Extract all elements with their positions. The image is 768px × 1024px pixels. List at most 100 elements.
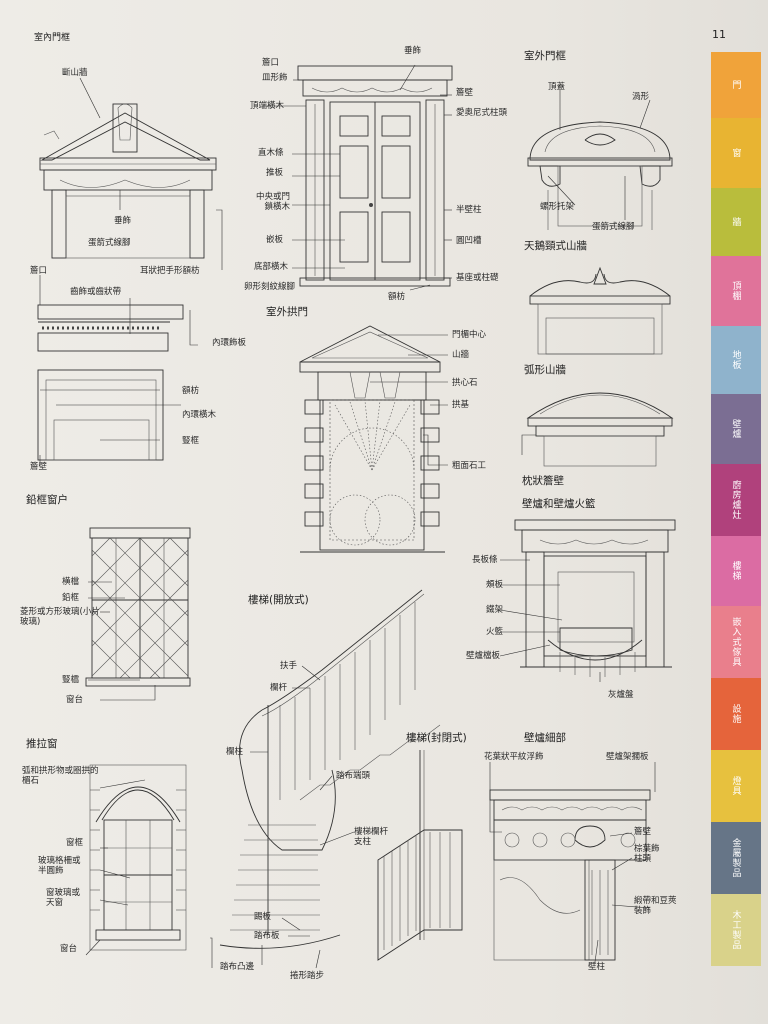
label-door-hood: 頂蓋 <box>548 82 566 92</box>
label-stile: 直木條 <box>258 148 284 158</box>
heading-exterior-door: 室外門框 <box>524 50 566 62</box>
heading-fireplace: 壁爐和壁爐火籃 <box>522 498 596 510</box>
tab-metalwork[interactable]: 金屬製品 <box>711 822 761 894</box>
lead-window-drawing <box>85 527 191 687</box>
label-fire-basket: 火籃 <box>486 627 504 637</box>
label-pilaster-b: 壁柱 <box>588 962 606 972</box>
label-rustication: 粗面石工 <box>452 461 487 471</box>
label-bottom-rail: 底部橫木 <box>254 262 289 272</box>
label-nosing: 踏布凸邊 <box>220 962 255 972</box>
tab-door[interactable]: 門 <box>711 52 761 118</box>
closed-stair-drawing <box>377 750 463 961</box>
label-inset-panel: 嵌板 <box>266 235 284 245</box>
label-keystone: 拱心石 <box>452 378 478 388</box>
label-architrave-b: 額枋 <box>388 292 406 302</box>
label-hearth-rail: 壁爐檔板 <box>466 651 501 661</box>
heading-interior-door: 室內門框 <box>34 33 71 43</box>
label-arch-head: 弧和拱形物或圈拱的楣石 <box>22 766 99 786</box>
fireplace-detail-drawing <box>489 789 651 961</box>
label-garland-b: 垂飾 <box>404 46 422 56</box>
label-frieze-b: 簷壁 <box>456 88 474 98</box>
label-egg-dart-b: 蛋箭式線腳 <box>592 222 635 232</box>
label-riser: 踢板 <box>254 912 272 922</box>
label-garland: 垂飾 <box>114 216 132 226</box>
label-panel: 推板 <box>266 168 284 178</box>
label-ribbon: 緞帶和豆莢裝飾 <box>634 896 677 916</box>
label-anthemion: 花葉狀平紋浮飾 <box>484 752 544 762</box>
label-pane: 窗玻璃或天窗 <box>46 888 81 908</box>
label-closed-baluster: 樓梯欄杆支柱 <box>354 827 389 847</box>
cornice-section-drawing <box>37 304 184 461</box>
label-cheek: 頰板 <box>486 580 504 590</box>
label-baluster: 欄杆 <box>270 683 288 693</box>
page-number: 11 <box>712 28 726 41</box>
tab-facilities[interactable]: 設施 <box>711 678 761 750</box>
open-stair-drawing <box>219 589 441 949</box>
label-sill-b: 窗台 <box>60 944 78 954</box>
interior-door-frame-drawing <box>39 103 217 259</box>
heading-lead-window: 鉛框窗户 <box>26 494 68 506</box>
heading-segmental: 弧形山牆 <box>524 364 566 376</box>
label-grate: 鐵架 <box>486 605 504 615</box>
tab-lighting[interactable]: 燈具 <box>711 750 761 822</box>
tab-woodwork[interactable]: 木工製品 <box>711 894 761 966</box>
label-jamb: 豎框 <box>182 436 200 446</box>
label-voussoir: 拱基 <box>452 400 470 410</box>
tab-built-in-furniture[interactable]: 嵌入式傢具 <box>711 606 761 678</box>
fireplace-grate-drawing <box>514 519 676 677</box>
label-lead-came: 鉛框 <box>62 593 80 603</box>
label-cyma: 皿形飾 <box>262 73 288 83</box>
label-cornice-a: 簷口 <box>30 266 48 276</box>
heading-fireplace-detail: 壁爐細部 <box>524 732 566 744</box>
label-dentil: 齒飾或齒狀帶 <box>70 287 122 297</box>
heading-sash-window: 推拉窗 <box>26 738 58 750</box>
label-lock-rail: 中央或門鎖橫木 <box>255 192 290 212</box>
label-inner-architrave: 內環飾板 <box>212 338 247 348</box>
heading-swan-neck: 天鵝頸式山牆 <box>524 240 587 252</box>
label-tread-end: 踏布端頭 <box>336 771 371 781</box>
segmental-pediment-drawing <box>526 392 674 467</box>
label-pilaster: 半壁柱 <box>456 205 482 215</box>
label-glazing-bar: 窗框 <box>66 838 84 848</box>
label-newel: 欄柱 <box>226 747 244 757</box>
heading-closed-stair: 樓梯(封閉式) <box>406 732 467 744</box>
tab-stairs[interactable]: 樓梯 <box>711 536 761 606</box>
label-egg-dart: 蛋箭式線腳 <box>88 238 131 248</box>
label-ash-pan: 灰爐盤 <box>608 690 634 700</box>
tab-wall[interactable]: 牆 <box>711 188 761 256</box>
label-mantel-shelf: 長板條 <box>472 555 498 565</box>
label-pediment: 山牆 <box>452 350 470 360</box>
label-handrail: 扶手 <box>280 661 298 671</box>
heading-cushion-frieze: 枕狀簷壁 <box>522 475 564 487</box>
label-frieze-c: 簷壁 <box>634 827 652 837</box>
tab-fireplace[interactable]: 壁爐 <box>711 394 761 464</box>
label-broken-pediment: 斷山牆 <box>62 68 88 78</box>
label-ionic: 愛奧尼式柱頭 <box>456 108 508 118</box>
label-mantel-board: 壁爐架擱板 <box>606 752 649 762</box>
door-hood-drawing <box>527 121 673 230</box>
tab-ceiling[interactable]: 頂棚 <box>711 256 761 326</box>
label-plinth: 基座或柱礎 <box>456 273 499 283</box>
label-quarry: 菱形或方形玻璃(小片玻璃) <box>20 607 100 627</box>
heading-open-stair: 樓梯(開放式) <box>248 594 309 606</box>
leader-lines <box>39 64 656 969</box>
label-scroll: 渦形 <box>632 92 650 102</box>
heading-exterior-arch: 室外拱門 <box>266 306 308 318</box>
label-sill: 窗台 <box>66 695 84 705</box>
tab-floor[interactable]: 地板 <box>711 326 761 394</box>
label-capital: 棕葉飾柱頭 <box>634 844 660 864</box>
label-top-rail: 頂端橫木 <box>250 101 285 111</box>
label-inner-lintel: 內環橫木 <box>182 410 217 420</box>
label-door-center: 門楣中心 <box>452 330 487 340</box>
tab-window[interactable]: 窗 <box>711 118 761 188</box>
label-fluting: 圓凹槽 <box>456 236 482 246</box>
label-ear-handle: 耳狀把手形額枋 <box>140 266 200 276</box>
label-ovolo: 卵形刻紋線腳 <box>244 282 296 292</box>
label-cornice-b: 簷口 <box>262 58 280 68</box>
tab-kitchen-stove[interactable]: 廚房爐灶 <box>711 464 761 536</box>
label-mullion: 豎櫺 <box>62 675 80 685</box>
swan-neck-pediment-drawing <box>529 266 671 355</box>
exterior-double-door-drawing <box>297 65 453 287</box>
label-bracket: 螺形托架 <box>540 202 575 212</box>
